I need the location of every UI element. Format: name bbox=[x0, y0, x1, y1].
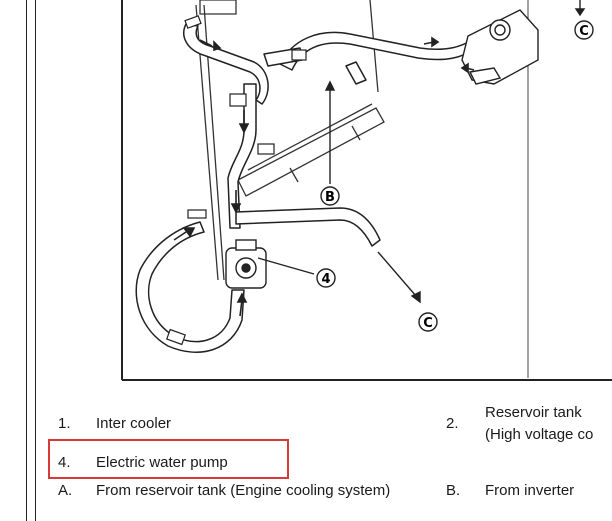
legend-row1-text2-line2: (High voltage co bbox=[485, 426, 594, 443]
svg-text:C: C bbox=[579, 24, 589, 39]
callout-c-bottom: C bbox=[418, 312, 438, 332]
legend-row1-text: Inter cooler bbox=[96, 415, 172, 432]
legend-row1-text2-line1: Reservoir tank bbox=[485, 404, 582, 421]
callout-b: B bbox=[320, 186, 340, 206]
diagram-frame bbox=[121, 0, 612, 381]
legend-row2-text: Electric water pump bbox=[96, 454, 228, 471]
reservoir-tank bbox=[461, 9, 539, 85]
callout-c-top: C bbox=[574, 20, 594, 40]
legend-row2-num: 4. bbox=[58, 454, 71, 471]
legend-row1-num: 1. bbox=[58, 415, 71, 432]
hose-clamps bbox=[166, 15, 307, 346]
legend-row3-num: A. bbox=[58, 482, 73, 499]
legend-row3-num2: B. bbox=[446, 482, 461, 499]
electric-water-pump bbox=[225, 239, 267, 289]
svg-text:4: 4 bbox=[321, 272, 330, 287]
flow-arrows bbox=[173, 36, 475, 317]
leader-lines bbox=[257, 0, 586, 304]
cooling-system-diagram: C B 4 C bbox=[121, 0, 612, 381]
svg-text:C: C bbox=[423, 316, 433, 331]
left-margin-line-outer bbox=[26, 0, 27, 521]
highlight-box bbox=[48, 439, 289, 479]
left-margin-line-inner bbox=[35, 0, 36, 521]
hoses bbox=[135, 23, 477, 353]
svg-text:B: B bbox=[325, 190, 335, 205]
legend-row3-text: From reservoir tank (Engine cooling syst… bbox=[96, 482, 391, 499]
callout-4: 4 bbox=[316, 268, 336, 288]
legend-row1-num2: 2. bbox=[446, 415, 459, 432]
legend-row3-text2: From inverter bbox=[485, 482, 575, 499]
